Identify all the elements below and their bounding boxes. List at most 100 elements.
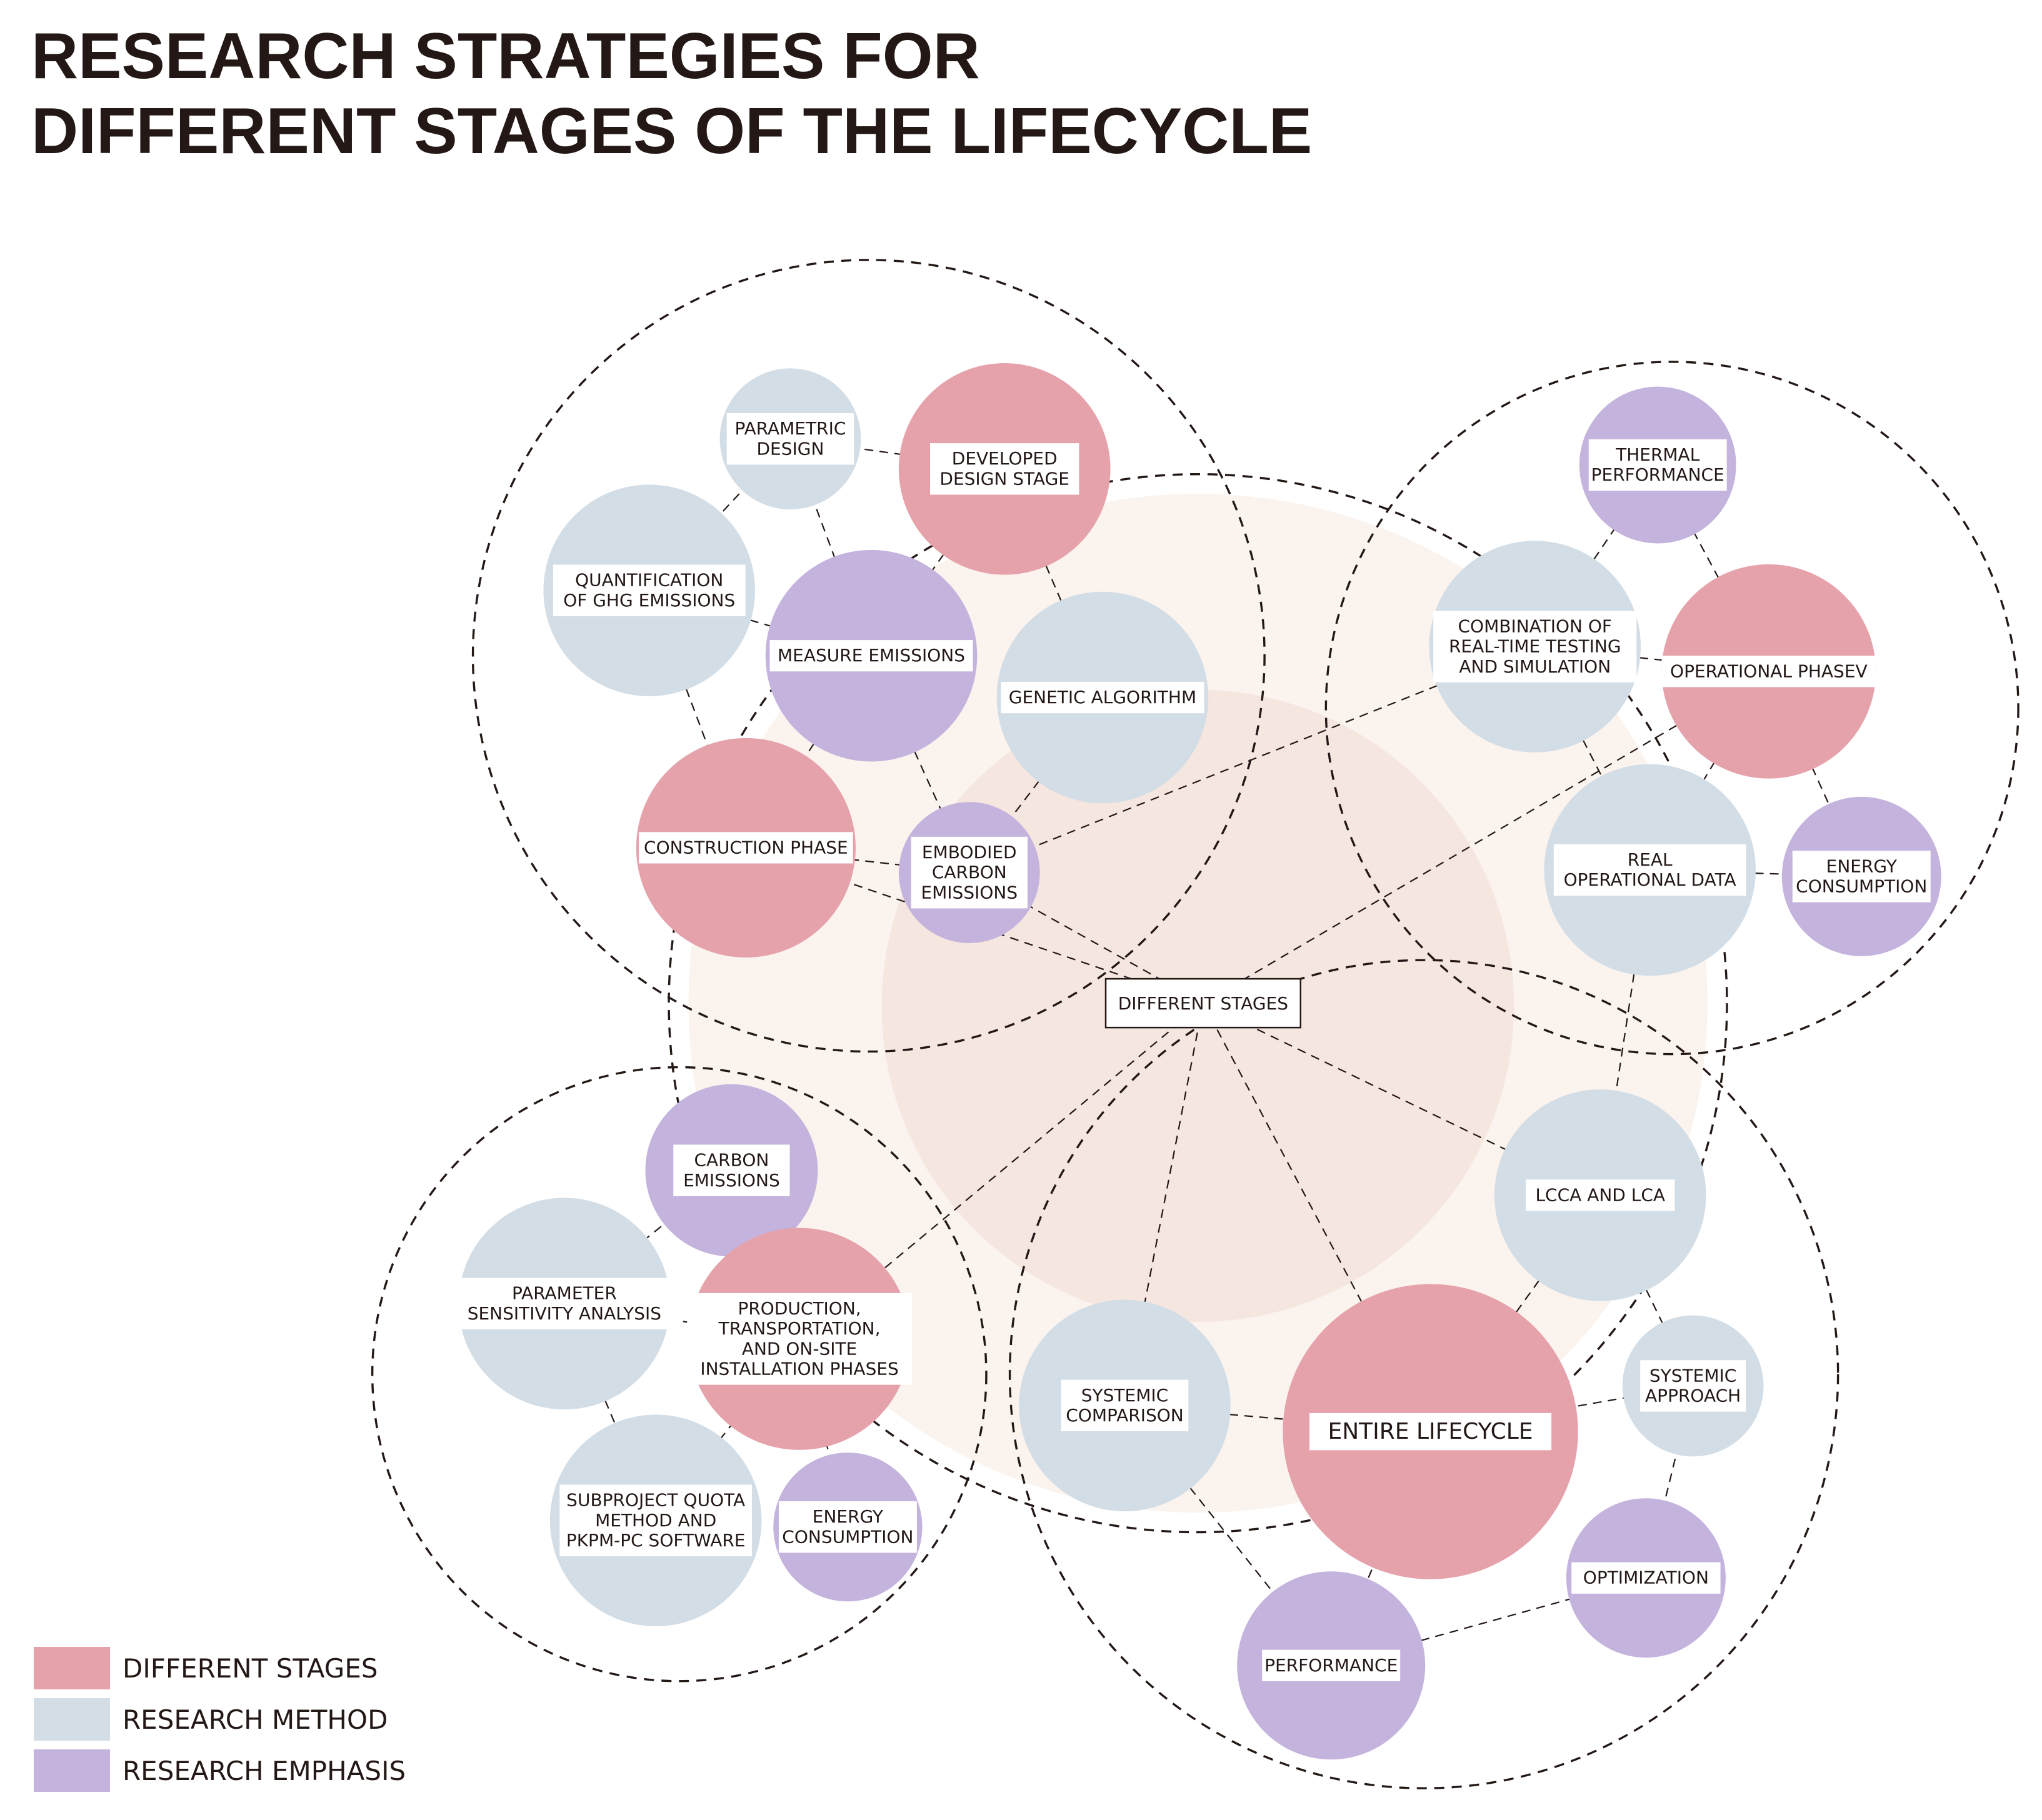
title-line-1: RESEARCH STRATEGIES FOR — [31, 20, 980, 92]
label-box — [911, 836, 1028, 909]
node-label-line: SYSTEMIC — [1081, 1385, 1168, 1406]
label-box — [1640, 1360, 1746, 1412]
page-title: RESEARCH STRATEGIES FOR DIFFERENT STAGES… — [31, 19, 1312, 169]
node-label: OPTIMIZATION — [1583, 1568, 1709, 1588]
node-label: LCCA AND LCA — [1535, 1184, 1665, 1205]
label-box — [446, 1278, 683, 1330]
node-label-line: ENTIRE LIFECYCLE — [1328, 1419, 1533, 1444]
label-box — [559, 1484, 753, 1557]
node-label-line: CARBON — [932, 862, 1007, 882]
node-label-line: LCCA AND LCA — [1535, 1184, 1665, 1205]
label-box — [639, 832, 853, 864]
ring-production — [371, 1066, 988, 1682]
label-box — [1571, 1562, 1721, 1594]
node-label-line: DEVELOPED — [952, 448, 1058, 469]
node-label: GENETIC ALGORITHM — [1009, 687, 1196, 708]
node-entire-lifecycle: ENTIRE LIFECYCLE — [1283, 1284, 1578, 1579]
spoke-to-systemic-comparison — [1124, 1002, 1204, 1406]
node-label-line: DESIGN STAGE — [939, 468, 1069, 489]
node-label-line: MEASURE EMISSIONS — [778, 645, 965, 666]
node-measure-emissions: MEASURE EMISSIONS — [765, 549, 978, 762]
node-label-line: COMBINATION OF — [1458, 616, 1612, 636]
node-label-line: AND SIMULATION — [1459, 656, 1611, 677]
node-label-line: PERFORMANCE — [1591, 464, 1724, 485]
node-label-line: PRODUCTION, — [738, 1298, 861, 1319]
node-label-line: CONSTRUCTION PHASE — [644, 837, 848, 858]
node-label-line: EMISSIONS — [921, 882, 1018, 902]
node-label-line: EMISSIONS — [683, 1170, 780, 1191]
node-label-line: CARBON — [694, 1150, 769, 1171]
node-label-line: SUBPROJECT QUOTA — [566, 1490, 745, 1511]
label-box — [1262, 1649, 1401, 1681]
node-optimization: OPTIMIZATION — [1566, 1498, 1726, 1658]
label-box — [1309, 1412, 1552, 1451]
node-label-line: REAL-TIME TESTING — [1449, 636, 1621, 657]
label-box — [1526, 1179, 1675, 1211]
label-box — [1433, 611, 1637, 682]
node-label: ENTIRE LIFECYCLE — [1328, 1419, 1533, 1444]
node-label: PERFORMANCE — [1264, 1655, 1398, 1676]
node-label-line: THERMAL — [1615, 444, 1700, 465]
node-label: CONSTRUCTION PHASE — [644, 837, 848, 858]
label-box — [1553, 844, 1746, 896]
node-label-line: TRANSPORTATION, — [718, 1318, 881, 1339]
node-label-line: PKPM-PC SOFTWARE — [566, 1530, 746, 1551]
node-label-line: CONSUMPTION — [1796, 876, 1927, 897]
center-label: DIFFERENT STAGES — [1118, 993, 1288, 1014]
node-label-line: QUANTIFICATION — [575, 570, 723, 591]
node-label-line: AND ON-SITE — [742, 1338, 857, 1359]
center-box — [1104, 978, 1302, 1029]
node-label-line: SENSITIVITY ANALYSIS — [468, 1303, 661, 1324]
connector-developed-design-stage-to-genetic-algorithm — [1004, 468, 1103, 698]
node-label-line: ENERGY — [1826, 856, 1898, 876]
ring-lifecycle — [1008, 959, 1839, 1789]
node-label-line: APPROACH — [1645, 1386, 1741, 1406]
label-box — [726, 413, 854, 465]
node-label-line: COMPARISON — [1066, 1405, 1183, 1426]
node-label-line: OPTIMIZATION — [1583, 1568, 1709, 1588]
node-label-line: OPERATIONAL PHASEV — [1670, 661, 1868, 681]
label-box — [687, 1292, 912, 1385]
connector-combination-testing-to-real-operational-data — [1534, 646, 1651, 871]
label-box — [1588, 439, 1727, 491]
label-box — [553, 564, 746, 616]
title-line-2: DIFFERENT STAGES OF THE LIFECYCLE — [31, 95, 1313, 168]
legend-swatch-method — [34, 1698, 110, 1741]
node-label-line: REAL — [1628, 849, 1673, 870]
node-label-line: PERFORMANCE — [1264, 1655, 1398, 1676]
node-label-line: INSTALLATION PHASES — [700, 1359, 898, 1379]
legend-swatch-stage — [34, 1647, 110, 1689]
ring-design — [471, 259, 1266, 1053]
node-label-line: OF GHG EMISSIONS — [563, 590, 735, 611]
node-performance: PERFORMANCE — [1237, 1571, 1426, 1760]
spoke-to-operational-phase — [1203, 671, 1769, 1004]
